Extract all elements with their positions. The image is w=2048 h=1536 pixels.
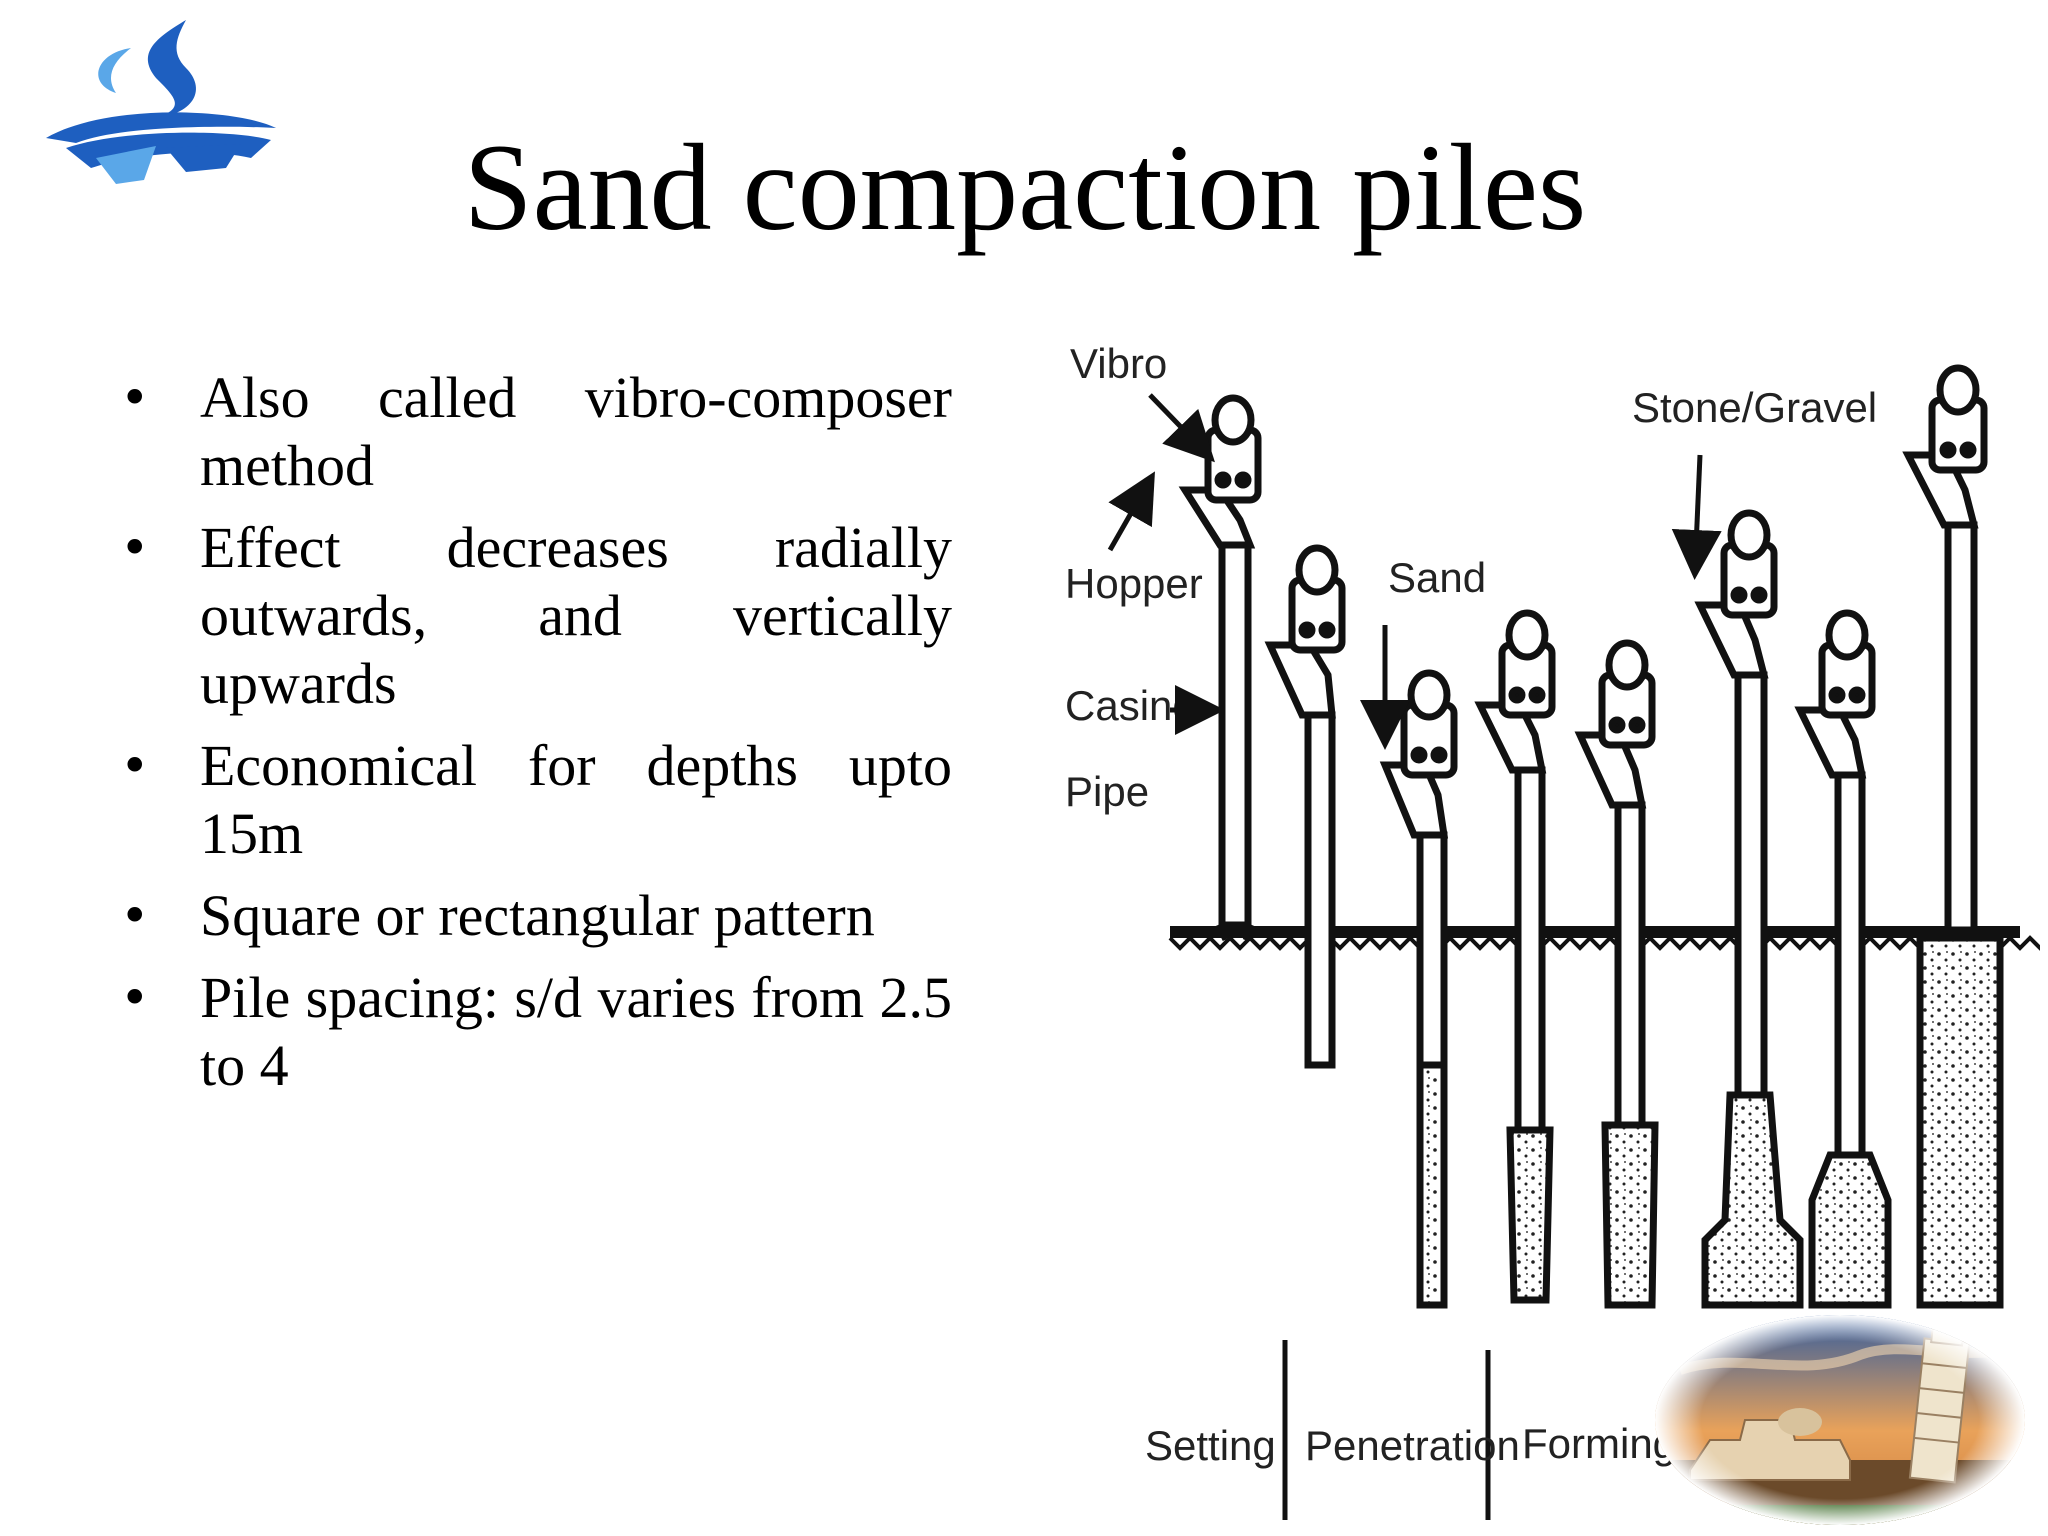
bullet-text: Square or rectangular pattern — [200, 883, 875, 948]
pile-forming-3 — [1574, 639, 1659, 1309]
pile-forming-2 — [1474, 609, 1556, 1304]
label-sand: Sand — [1388, 554, 1486, 601]
bullet-item: • Pile spacing: s/d varies from 2.5 to 4 — [120, 964, 952, 1100]
bullet-text: Effect decreases radially outwards, and … — [200, 515, 952, 716]
stage-label-setting: Setting — [1145, 1422, 1276, 1469]
arrow-hopper — [1107, 471, 1155, 552]
arrow-vibro — [1148, 393, 1215, 463]
logo — [36, 8, 286, 188]
arrow-stone-gravel — [1671, 454, 1722, 580]
label-vibro: Vibro — [1070, 340, 1167, 387]
bullet-dot: • — [120, 519, 150, 577]
bullet-text: Economical for depths upto 15m — [200, 733, 952, 866]
label-pipe: Pipe — [1065, 768, 1149, 815]
bullet-item: • Effect decreases radially outwards, and… — [120, 514, 952, 718]
sand-pile-diagram: Vibro Hopper Casing Pipe Sand Stone/Grav… — [1040, 320, 2040, 1536]
label-stone-gravel: Stone/Gravel — [1632, 384, 1877, 431]
landmark-illustration — [1655, 1315, 2025, 1525]
pile-forming-5 — [1794, 609, 1892, 1309]
bullet-text: Pile spacing: s/d varies from 2.5 to 4 — [200, 965, 952, 1098]
ground-line — [1168, 926, 2040, 951]
bullet-item: • Also called vibro-composer method — [120, 364, 952, 500]
bullet-list: • Also called vibro-composer method • Effe… — [120, 364, 952, 1114]
pile-forming-6 — [1902, 364, 2004, 1309]
pile-forming-4 — [1694, 509, 1804, 1309]
label-hopper: Hopper — [1065, 560, 1203, 607]
pile-forming-1 — [1379, 669, 1458, 1309]
decorative-landmark-image — [1650, 1310, 2030, 1530]
pile-setting — [1178, 394, 1262, 942]
label-casing: Casing — [1065, 682, 1196, 729]
bullet-dot: • — [120, 737, 150, 795]
diagram-svg: Vibro Hopper Casing Pipe Sand Stone/Grav… — [1065, 340, 2040, 1520]
logo-graphic — [46, 20, 276, 184]
bullet-text: Also called vibro-composer method — [200, 365, 952, 498]
slide-title: Sand compaction piles — [463, 119, 1587, 256]
pile-penetration — [1264, 544, 1346, 1069]
bullet-item: • Square or rectangular pattern — [120, 882, 952, 950]
bullet-dot: • — [120, 969, 150, 1027]
bullet-dot: • — [120, 887, 150, 945]
bullet-dot: • — [120, 369, 150, 427]
stage-label-penetration: Penetration — [1305, 1422, 1520, 1469]
bullet-item: • Economical for depths upto 15m — [120, 732, 952, 868]
